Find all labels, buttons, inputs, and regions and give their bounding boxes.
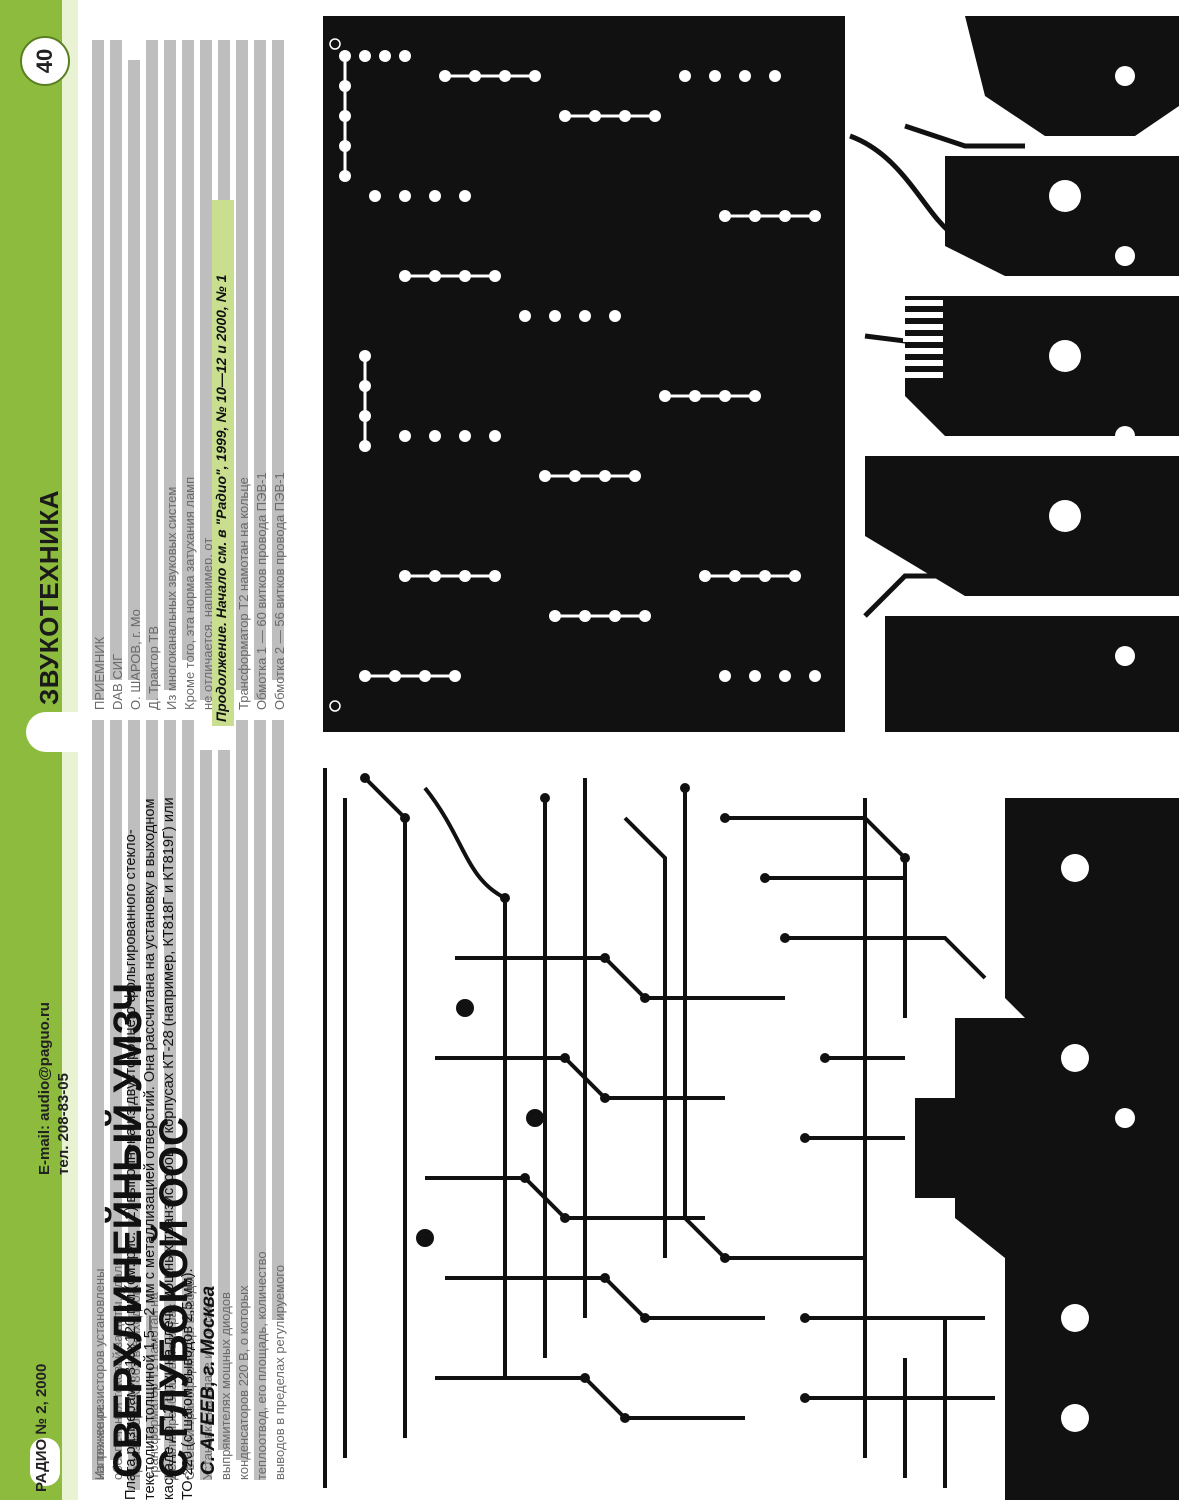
background-text-line: Обмотка 2 — 56 витков провода ПЭВ-1 [272,472,287,710]
background-text-line: Обмотка 1 — 60 витков провода ПЭВ-1 [254,472,269,710]
background-text-line: Из тех же резисторов установлены [92,1269,107,1480]
article-authors: С. АГЕЕВ, г. Москва [198,1285,219,1475]
pcb-layout-bottom [305,758,1179,1500]
section-label: ЗВУКОТЕХНИКА [34,489,64,705]
background-text-line: Д. Трактор ТВ [146,626,161,710]
continuation-highlight [212,200,234,726]
background-text-line: О. ШАРОВ, г. Мо [128,609,143,710]
issue-label: РАДИО № 2, 2000 [33,1363,50,1492]
background-text-line: Трансформатор Т2 намотан на кольце [236,477,251,710]
background-text-line: обеспечения токовой защиты, удаля [110,1259,125,1480]
issue-pill [30,1438,60,1486]
caption-line: Плата размерами 310×120 мм (см. рис. 12)… [123,829,139,1500]
background-text-line: DAB СИГ [110,654,125,710]
caption-line: каскаде до 12 штук на плечо мощных транз… [161,797,177,1500]
background-text-line: Установка на плате и монтаж [200,1302,215,1480]
page-number: 40 [31,48,57,74]
pcb-layout-top [305,16,1179,732]
background-text-line: не отличается, например, от [200,538,215,710]
background-text-line: конденсаторов 220 В, о которых [236,1285,251,1480]
contact-phone: тел. 208-83-05 [55,1073,72,1175]
contact-email: E-mail: audio@paguo.ru [36,1002,53,1175]
background-text-line: Из многоканальных звуковых систем [164,487,179,710]
background-text-line: напряжения. [92,1403,107,1480]
background-text-line: выпрямителях мощных диодов [218,1292,233,1480]
background-text-line: ПРИЕМНИК [92,636,107,710]
background-text-line: Сетевой трансформатор: выводы [182,1276,197,1480]
background-text-line: Кроме того, эта норма затухания ламп [182,477,197,710]
background-text-line: теплоотвод, его площадь, количество [254,1251,269,1480]
page-number-badge: 40 [20,36,70,86]
background-text-line: Транзисторы КТ863 в выходном [128,1286,143,1480]
figure-caption: Плата размерами 310×120 мм (см. рис. 12)… [122,797,198,1500]
background-text-line: выводов в пределах регулируемого [272,1265,287,1480]
background-text-line: Детали преобразователя рас [164,1303,179,1480]
continuation-note: Продолжение. Начало см. в "Радио", 1999,… [213,274,229,722]
background-text-line: Трансформатор Т1 намотан на [146,1292,161,1480]
caption-line: текстолита толщиной 1,5—2 мм с металлиза… [142,798,158,1500]
caption-line: ТО-220 (с шагом выводов 2,5 мм). [180,1268,196,1500]
